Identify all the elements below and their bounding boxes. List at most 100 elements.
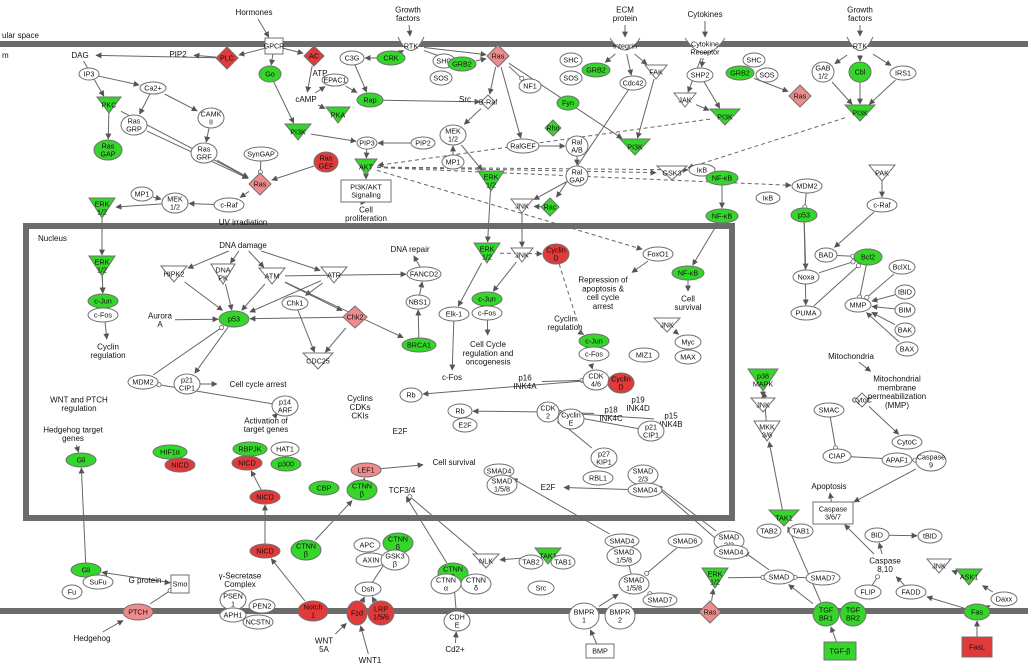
node-bmp[interactable]: BMP <box>585 643 615 659</box>
node-cell-cycle-arrest[interactable]: Cell cycle arrest <box>230 380 288 389</box>
node-gpcr[interactable]: GPCR <box>264 37 285 55</box>
node-cjun-3[interactable]: c-Jun <box>578 333 610 349</box>
node-chk1[interactable]: Chk1 <box>281 295 309 311</box>
node-smad7-2[interactable]: SMAD7 <box>642 592 678 608</box>
node-mp1-2[interactable]: MP1 <box>130 186 154 202</box>
node-mp1-1[interactable]: MP1 <box>441 154 465 170</box>
node-ibid[interactable]: tBID <box>894 284 916 300</box>
node-syngap[interactable]: SynGAP <box>243 146 279 162</box>
node-src-2[interactable]: Src <box>527 580 555 596</box>
node-pip2-1[interactable]: PIP2 <box>169 50 187 59</box>
node-aph1[interactable]: APH1 <box>219 607 247 623</box>
node-smo[interactable]: Smo <box>170 574 190 594</box>
node-rb-1[interactable]: Rb <box>399 387 423 403</box>
node-c3g[interactable]: C3G <box>339 50 365 66</box>
node-mdm2-2[interactable]: MDM2 <box>127 374 159 390</box>
node-apc[interactable]: APC <box>353 537 381 553</box>
node-epac1[interactable]: EPAC1 <box>321 73 349 87</box>
node-apoptosis[interactable]: Apoptosis <box>811 482 846 491</box>
node-ncstn[interactable]: NCSTN <box>242 614 274 630</box>
node-pak[interactable]: PAK <box>867 164 897 182</box>
node-ralgef[interactable]: RalGEF <box>506 138 540 154</box>
node-rb-2[interactable]: Rb <box>447 403 473 419</box>
node-elk1[interactable]: Elk-1 <box>438 306 470 322</box>
node-pip3[interactable]: PIP3 <box>356 136 378 150</box>
node-jnk-1[interactable]: JNK <box>509 198 535 214</box>
node-gli-2[interactable]: Gli <box>70 562 102 578</box>
node-ras-1[interactable]: Ras <box>486 44 510 68</box>
node-nbs1[interactable]: NBS1 <box>405 294 431 310</box>
node-cbl[interactable]: Cbl <box>848 61 872 83</box>
node-ras-4[interactable]: Ras <box>698 600 722 624</box>
node-crk[interactable]: CRK <box>376 50 406 66</box>
node-sos-2[interactable]: SOS <box>559 70 583 86</box>
node-cfos-1[interactable]: c-Fos <box>87 307 119 323</box>
node-jnk-2[interactable]: JNK <box>509 247 535 263</box>
node-e2f-2[interactable]: E2F <box>393 427 408 436</box>
node-ras-2[interactable]: Ras <box>788 84 812 108</box>
node-src-1[interactable]: Src <box>459 95 471 104</box>
node-grb2-3[interactable]: GRB2 <box>725 65 755 81</box>
node-shp2[interactable]: SHP2 <box>686 67 714 83</box>
node-chk2[interactable]: Chk2 <box>342 305 368 329</box>
node-ip3[interactable]: IP3 <box>78 67 100 81</box>
node-atp[interactable]: ATP <box>313 69 328 78</box>
node-camp[interactable]: cAMP <box>295 95 316 104</box>
node-myc[interactable]: Myc <box>674 334 702 350</box>
node-ac[interactable]: AC <box>303 45 325 67</box>
node-fancd2[interactable]: FANCD2 <box>406 266 442 282</box>
node-ras-3[interactable]: Ras <box>248 172 272 196</box>
node-rbpjk[interactable]: RBPJK <box>232 441 268 457</box>
node-tab1-1[interactable]: TAB1 <box>788 523 814 539</box>
node-ikb-1[interactable]: IκB <box>688 163 716 177</box>
node-nfkb-3[interactable]: NF-κB <box>671 265 705 281</box>
node-irs1[interactable]: IRS1 <box>889 65 917 81</box>
node-pi3k-3[interactable]: PI3K <box>843 104 877 122</box>
node-atm[interactable]: ATM <box>257 267 287 285</box>
node-smad7-1[interactable]: SMAD7 <box>805 570 841 586</box>
node-fyn[interactable]: Fyn <box>556 95 580 111</box>
node-mmp[interactable]: MMP <box>844 297 872 313</box>
node-hipk2[interactable]: HIPK2 <box>159 265 189 283</box>
node-ca2[interactable]: Ca2+ <box>139 81 167 95</box>
node-nfkb-2[interactable]: NF-κB <box>705 208 739 224</box>
node-cytokines[interactable]: Cytokines <box>687 10 722 19</box>
node-dag[interactable]: DAG <box>71 51 88 60</box>
node-rho[interactable]: Rho <box>544 119 562 137</box>
node-pi3k-4[interactable]: PI3K <box>618 138 652 156</box>
node-nfkb-1[interactable]: NF-κB <box>705 170 739 186</box>
node-flip[interactable]: FLIP <box>854 584 882 600</box>
